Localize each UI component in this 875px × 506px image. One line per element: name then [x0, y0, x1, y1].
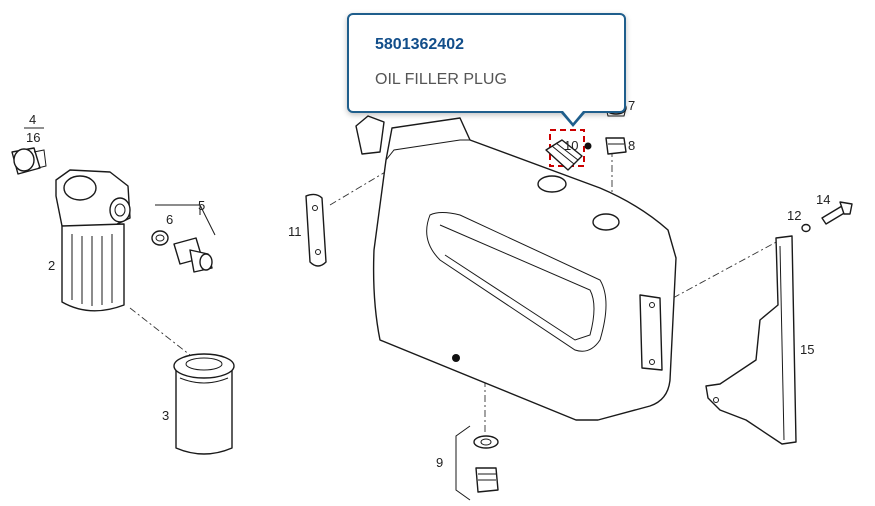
callout-8: 8 — [628, 138, 635, 153]
o-ring-part-6[interactable] — [151, 230, 169, 246]
filter-housing-part-2[interactable] — [55, 169, 131, 312]
callout-12: 12 — [787, 208, 801, 223]
fitting-part-5[interactable] — [155, 204, 216, 273]
plug-part-8[interactable] — [584, 137, 627, 155]
part-number[interactable]: 5801362402 — [375, 36, 464, 53]
callout-9: 9 — [436, 455, 443, 470]
callout-4: 4 — [29, 112, 36, 127]
callout-11: 11 — [288, 224, 302, 239]
part-tooltip: 5801362402 OIL FILLER PLUG — [347, 13, 626, 127]
callout-14: 14 — [816, 192, 830, 207]
callout-5: 5 — [198, 198, 205, 213]
drain-plug-part-9[interactable] — [455, 425, 499, 501]
tooltip-pointer-fill — [563, 111, 583, 123]
callout-2: 2 — [48, 258, 55, 273]
part-description: OIL FILLER PLUG — [375, 71, 507, 88]
oil-filler-plug-part-10[interactable] — [545, 129, 585, 171]
bracket-part-15[interactable] — [705, 235, 797, 445]
bolt-part-14[interactable] — [821, 201, 853, 225]
callout-3: 3 — [162, 408, 169, 423]
oil-tank[interactable] — [355, 115, 677, 421]
callout-16: 16 — [26, 130, 40, 145]
callout-7: 7 — [628, 98, 635, 113]
callout-labels: 4 16 2 3 5 6 7 8 9 10 11 12 14 15 — [24, 98, 830, 470]
filter-cartridge-part-3[interactable] — [173, 353, 235, 455]
plug-part-4[interactable] — [11, 147, 47, 175]
callout-6: 6 — [166, 212, 173, 227]
callout-15: 15 — [800, 342, 814, 357]
washer-part-12[interactable] — [801, 223, 811, 233]
callout-10: 10 — [564, 138, 578, 153]
bracket-part-11[interactable] — [305, 193, 327, 267]
